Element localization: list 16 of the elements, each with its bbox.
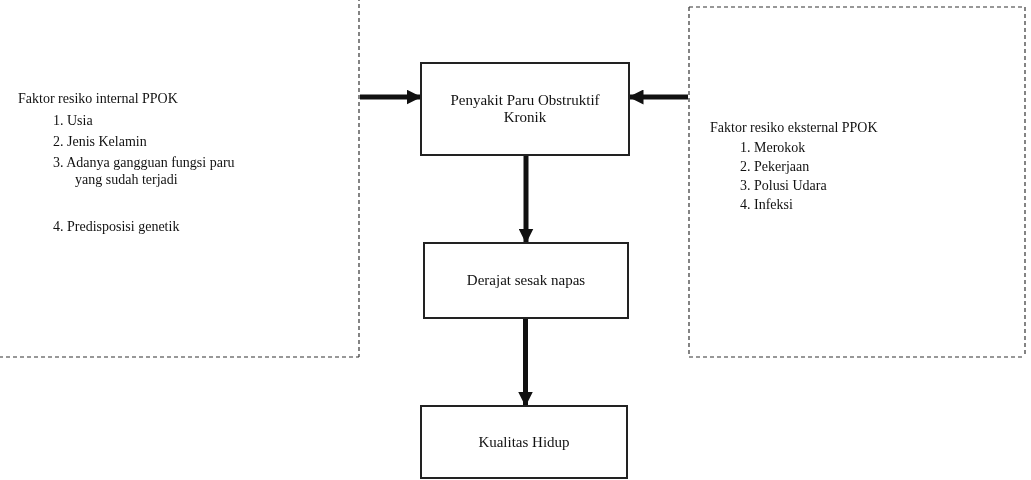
heading: Faktor resiko eksternal PPOK: [710, 120, 878, 136]
list-item: 1. Merokok: [740, 139, 807, 156]
heading: Faktor resiko internal PPOK: [18, 91, 178, 107]
list-item: 3. Adanya gangguan fungsi paru yang sudah terjadi: [53, 154, 235, 188]
list-item: 4. Predisposisi genetik: [53, 218, 181, 235]
process-box: Derajat sesak napas: [423, 242, 629, 319]
arrow: [360, 89, 422, 105]
arrow: [518, 156, 534, 244]
list-item: 2. Jenis Kelamin: [53, 133, 148, 150]
list-item: 3. Polusi Udara: [740, 177, 828, 194]
arrow: [518, 319, 533, 407]
list-item: 1. Usia: [53, 112, 94, 129]
list-item: 2. Pekerjaan: [740, 158, 811, 175]
process-box: Penyakit Paru Obstruktif Kronik: [420, 62, 630, 156]
process-box: Kualitas Hidup: [420, 405, 628, 479]
list-item: 4. Infeksi: [740, 196, 794, 213]
